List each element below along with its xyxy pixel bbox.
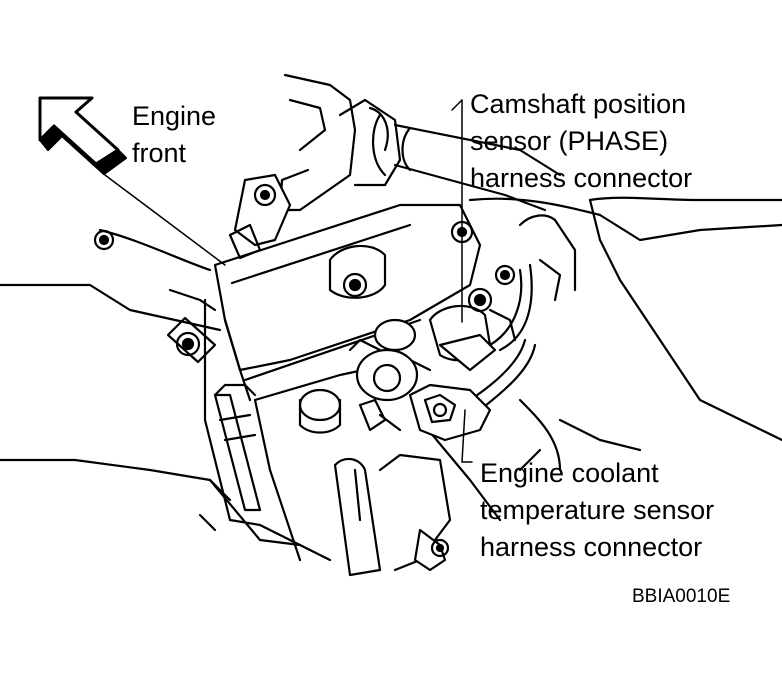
bolt-icon [166, 316, 217, 364]
camshaft-label-line-3: harness connector [470, 163, 693, 193]
camshaft-leader [451, 99, 463, 323]
bolt-icon [93, 229, 115, 251]
harness-wire [468, 263, 537, 412]
engine-bay-outline [418, 196, 782, 522]
coolant-label-line-2: temperature sensor [480, 495, 715, 525]
engine-front-leader [104, 174, 226, 266]
camshaft-label-line-2: sensor (PHASE) [470, 126, 669, 156]
engine-front-line-2: front [132, 138, 187, 168]
camshaft-sensor-label: Camshaft position sensor (PHASE) harness… [470, 86, 692, 197]
engine-front-line-1: Engine [132, 101, 217, 131]
camshaft-label-line-1: Camshaft position [470, 89, 687, 119]
cover-bolt-icon [328, 244, 387, 299]
lower-pipe [198, 453, 452, 577]
upper-hose [371, 113, 562, 212]
coolant-temperature-sensor [408, 383, 492, 442]
lower-tube [213, 383, 262, 512]
figure-code: BBIA0010E [632, 586, 731, 607]
coolant-leader [461, 409, 473, 463]
coolant-sensor-label: Engine coolant temperature sensor harnes… [480, 455, 714, 566]
coolant-label-line-1: Engine coolant [480, 458, 659, 488]
engine-block-outline [0, 228, 302, 547]
engine-front-arrow [38, 96, 128, 176]
camshaft-position-sensor [428, 264, 517, 372]
cylinder-head-front [253, 318, 432, 562]
coolant-label-line-3: harness connector [480, 532, 703, 562]
engine-front-label: Engine front [132, 98, 216, 172]
upper-bracket [228, 73, 402, 260]
